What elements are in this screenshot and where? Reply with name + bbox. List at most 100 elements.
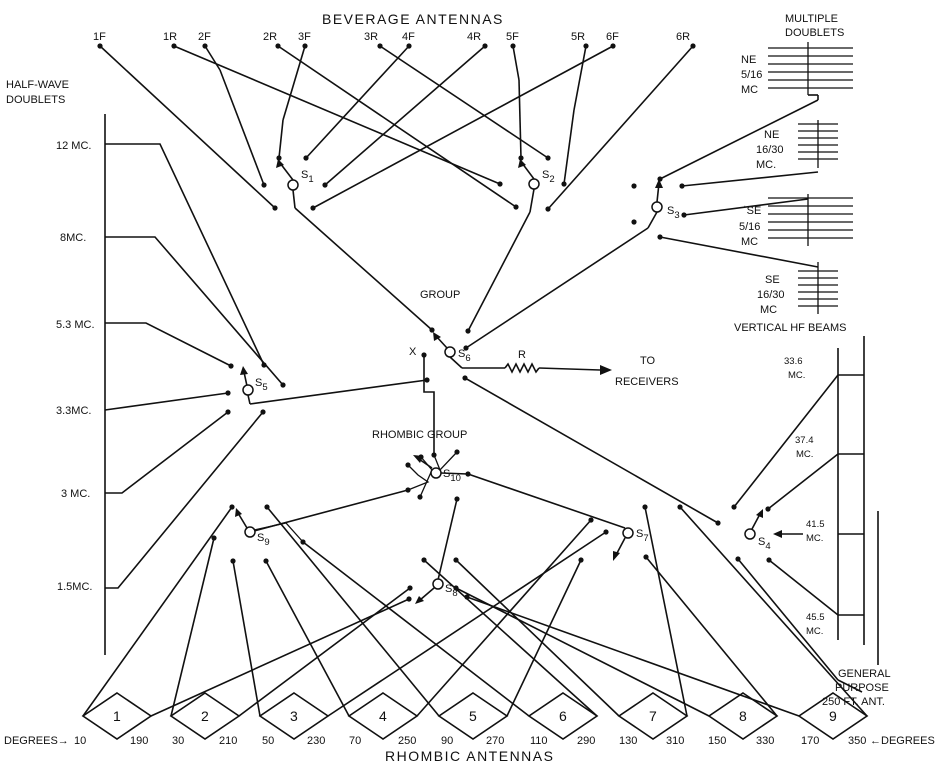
rhombic-group-label: RHOMBIC GROUP: [372, 429, 467, 441]
wire-segment: [279, 162, 294, 181]
switch-s5: S5: [225, 362, 428, 415]
general-purpose-label-1: GENERAL: [838, 668, 891, 680]
terminal-dot: [453, 585, 459, 591]
terminal-dot: [322, 182, 328, 188]
terminal-dot: [225, 390, 231, 396]
switch-pivot: [744, 528, 756, 540]
terminal-dot: [679, 183, 685, 189]
diagram-label: 45.5: [806, 612, 825, 623]
diagram-label: MC.: [796, 449, 813, 460]
diagram-label: 16/30: [757, 289, 785, 301]
wire-segment: [683, 198, 809, 216]
wire-segment: [379, 45, 549, 159]
terminal-dot: [545, 206, 551, 212]
wire-path: [105, 411, 264, 589]
wire-path: [423, 355, 435, 455]
multiple-doublets-title-1: MULTIPLE: [785, 13, 838, 25]
wire-segment: [659, 99, 819, 180]
diagram-label: 33.6: [784, 356, 803, 367]
switch-pivot: [528, 178, 540, 190]
beverage-label-5r: 5R: [571, 31, 585, 43]
to-receivers-arrow: [600, 365, 612, 375]
vertical-hf-beams: 33.6 MC. 37.4 MC. 41.5 MC. 45.5 MC.: [733, 336, 879, 665]
diagram-label-part: 8: [452, 588, 457, 599]
arrowhead: [240, 366, 248, 375]
wire-segment: [302, 541, 530, 717]
arrowhead: [433, 332, 441, 341]
diagram-label: 3 MC.: [61, 488, 90, 500]
switch-s7: S7: [578, 504, 683, 563]
diagram-label: 8MC.: [60, 232, 86, 244]
terminal-dot: [225, 409, 231, 415]
wire-segment: [437, 498, 458, 581]
terminal-dot: [260, 409, 266, 415]
diagram-label: 90: [441, 735, 453, 747]
antenna-outline: [617, 692, 689, 740]
wire-segment: [173, 45, 501, 185]
diagram-label: 130: [619, 735, 637, 747]
switch-s10-label: S10: [443, 468, 461, 484]
diagram-label: 1.5MC.: [57, 581, 92, 593]
diagram-label: 2: [201, 708, 209, 724]
diagram-label-part: 10: [450, 473, 461, 484]
switch-pivot: [622, 527, 634, 539]
beverage-label-4r: 4R: [467, 31, 481, 43]
wire-segment: [467, 211, 531, 332]
switch-s6: X S6 R: [409, 327, 719, 524]
beverage-antenna-terminals: 1F 1R 2F 2R 3F 3R 4F 4R 5F 5R 6F 6R: [93, 31, 696, 49]
wire-segment: [327, 531, 607, 717]
terminal-dot: [228, 363, 234, 369]
diagram-label: 5/16: [739, 221, 760, 233]
wire-segment: [768, 559, 839, 616]
diagram-label: MC: [741, 236, 758, 248]
wire-segment: [99, 45, 276, 209]
terminal-dot: [310, 205, 316, 211]
diagram-label: SE: [765, 274, 780, 286]
wire-path: [105, 143, 265, 366]
arrowhead: [773, 530, 782, 538]
wire-segment: [294, 207, 433, 331]
beverage-feed-lines: [99, 45, 694, 210]
terminal-dot: [424, 377, 430, 383]
switch-s5-label: S5: [255, 377, 268, 393]
wire-segment: [455, 559, 620, 717]
diagram-label: 330: [756, 735, 774, 747]
switch-s2-label: S2: [542, 169, 555, 185]
diagram-label-part: ←: [870, 735, 881, 747]
diagram-label: 5.3 MC.: [56, 319, 95, 331]
beverage-label-3f: 3F: [298, 31, 311, 43]
diagram-label: MC.: [806, 533, 823, 544]
diagram-label: NE: [741, 54, 756, 66]
terminal-dot: [303, 155, 309, 161]
wire-segment: [529, 188, 535, 213]
diagram-label: 3.3MC.: [56, 405, 91, 417]
wire-segment: [249, 379, 428, 405]
wire-segment: [219, 69, 265, 186]
diagram-label: NE: [764, 129, 779, 141]
diagram-label-part: DEGREES: [4, 735, 58, 747]
diagram-label: MC: [760, 304, 777, 316]
terminal-dot: [272, 205, 278, 211]
arrowhead: [276, 159, 284, 168]
diagram-label-part: 3: [674, 210, 679, 221]
switch-s1: S1: [261, 155, 433, 331]
wire-segment: [464, 377, 719, 524]
antenna-outline: [437, 692, 509, 740]
wire-segment: [538, 367, 601, 371]
arrowhead: [756, 509, 763, 518]
beverage-antennas-title: BEVERAGE ANTENNAS: [322, 11, 504, 27]
degrees-row: DEGREES→ 10 190 30 210 50 230 70 250 90 …: [4, 735, 935, 747]
terminal-dot: [280, 382, 286, 388]
wire-segment: [644, 506, 688, 717]
terminal-dot: [545, 155, 551, 161]
terminal-dot: [429, 327, 435, 333]
diagram-label-part: DEGREES: [881, 735, 935, 747]
beverage-label-2f: 2F: [198, 31, 211, 43]
wire-segment: [324, 45, 486, 186]
multiple-doublet-ne-5-16: NE 5/16 MC: [659, 42, 853, 180]
terminal-dot: [465, 328, 471, 334]
antenna-outline: [258, 692, 330, 740]
resistor-label: R: [518, 349, 526, 361]
terminal-dot: [497, 181, 503, 187]
diagram-label: 290: [577, 735, 595, 747]
